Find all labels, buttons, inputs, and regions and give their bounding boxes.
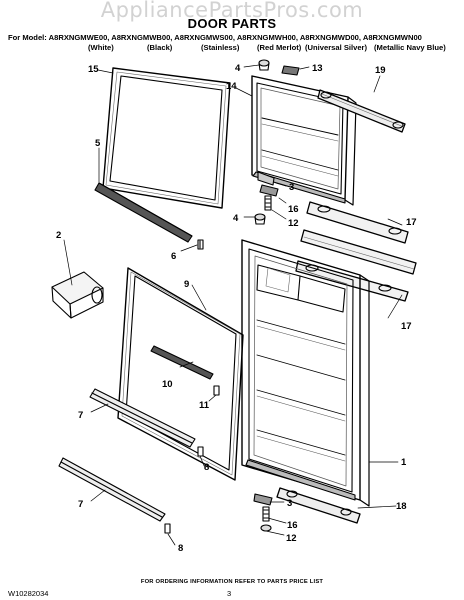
refrigerator-door-gasket [117,267,244,481]
page-title: DOOR PARTS [187,16,277,31]
dairy-compartment-door [51,271,104,319]
refrigerator-handle-lower [300,229,417,275]
center-hinge-assembly [254,171,279,225]
callout-15: 15 [88,64,99,75]
callout-16-upper: 16 [288,204,299,215]
color-label-metallic-navy-blue: (Metallic Navy Blue) [374,43,446,52]
color-label-universal-silver: (Universal Silver) [305,43,368,52]
callout-17-upper: 17 [406,217,417,228]
refrigerator-handle-upper [306,201,409,244]
model-line: For Model: A8RXNGMWE00, A8RXNGMWB00, A8R… [8,33,422,42]
freezer-door [251,75,357,206]
callout-12-upper: 12 [288,218,299,229]
callout-4-center: 4 [233,213,239,224]
freezer-handle [317,89,406,133]
callout-18: 18 [396,501,407,512]
freezer-door-shelf-strip [94,182,193,243]
shelf-clips [164,385,220,534]
callout-7-upper: 7 [78,410,83,421]
color-label-stainless: (Stainless) [201,43,240,52]
color-label-red-merlot: (Red Merlot) [257,43,302,52]
callout-16-lower: 16 [287,520,298,531]
callout-11: 11 [199,400,210,411]
callout-9: 9 [184,279,189,290]
page-number: 3 [227,589,232,598]
ordering-note: FOR ORDERING INFORMATION REFER TO PARTS … [140,579,324,585]
callout-5: 5 [95,138,101,149]
callout-6: 6 [171,251,176,262]
bottom-hinge-assembly [253,493,273,532]
door-shelf-strip-short [150,345,214,380]
door-shelf-strip-long-lower [58,457,166,522]
callout-17-lower: 17 [401,321,412,332]
callout-7-lower: 7 [78,499,83,510]
refrigerator-door [241,239,370,507]
freezer-door-gasket [102,67,231,209]
shelf-clip-small [197,239,204,250]
callout-19: 19 [375,65,386,76]
callout-14: 14 [226,81,237,92]
callout-3-lower: 3 [287,498,292,509]
callout-4-top: 4 [235,63,241,74]
callout-1: 1 [401,457,407,468]
leader-lines [63,64,403,546]
hinge-cover-plate [281,65,300,76]
color-label-white: (White) [88,43,114,52]
callout-12-lower: 12 [286,533,297,544]
callout-10: 10 [162,379,173,390]
hinge-cap-top [258,59,270,71]
watermark: AppliancePartsPros.com [100,0,364,22]
document-number: W10282034 [8,589,49,598]
callout-8-lower: 8 [178,543,183,554]
callout-2: 2 [56,230,61,241]
callout-3-upper: 3 [289,182,294,193]
door-shelf-strip-long-upper [89,388,196,448]
color-label-black: (Black) [147,43,173,52]
callout-13: 13 [312,63,323,74]
callout-labels: 15 4 13 19 14 5 3 16 12 4 17 2 6 9 17 10… [56,63,417,554]
callout-8-upper: 8 [204,462,209,473]
refrigerator-bottom-handle [276,487,361,524]
